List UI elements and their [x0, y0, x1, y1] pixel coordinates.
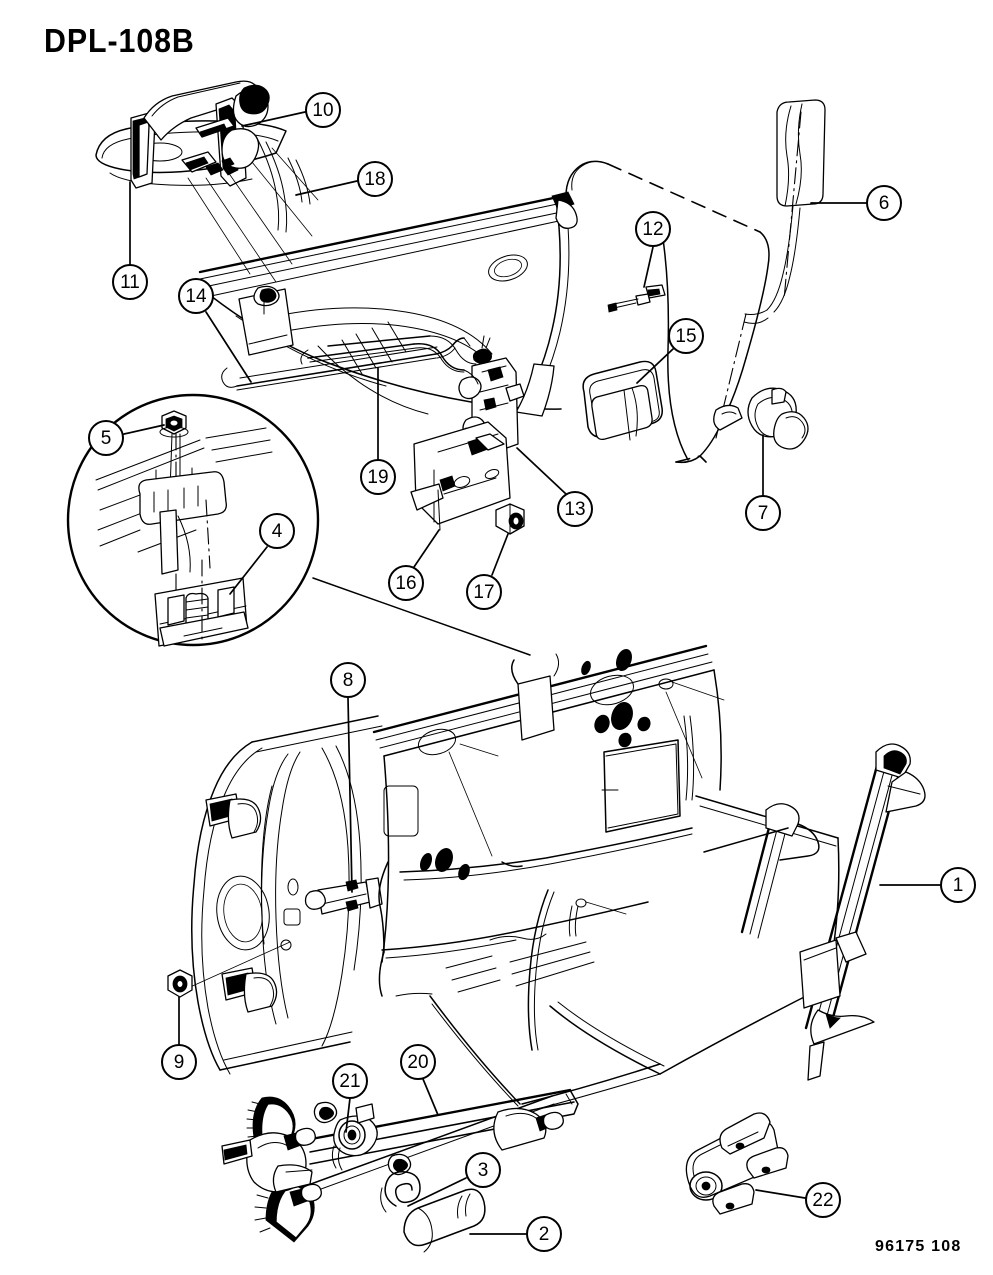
callout-20[interactable]: 20 — [400, 1044, 436, 1080]
lock-rod-and-clip — [713, 99, 826, 450]
callout-6[interactable]: 6 — [866, 185, 902, 221]
lock-bellcrank-bracket — [410, 421, 525, 535]
callout-21[interactable]: 21 — [332, 1063, 368, 1099]
callout-4[interactable]: 4 — [259, 513, 295, 549]
callout-1[interactable]: 1 — [940, 867, 976, 903]
callout-16[interactable]: 16 — [388, 565, 424, 601]
callout-17[interactable]: 17 — [466, 574, 502, 610]
callout-7[interactable]: 7 — [745, 495, 781, 531]
glass-attaching-bolt — [607, 284, 666, 313]
inner-door-panel-upper — [198, 191, 578, 417]
leader-line-4 — [229, 546, 268, 595]
callout-9[interactable]: 9 — [161, 1044, 197, 1080]
callout-12[interactable]: 12 — [635, 211, 671, 247]
callout-8[interactable]: 8 — [330, 662, 366, 698]
leader-line-21 — [345, 1097, 351, 1133]
leader-line-18 — [295, 180, 358, 196]
callout-18[interactable]: 18 — [357, 161, 393, 197]
window-regulator-bracket-22 — [685, 1112, 789, 1215]
callout-11[interactable]: 11 — [112, 264, 148, 300]
leader-line-20 — [422, 1078, 439, 1116]
callout-15[interactable]: 15 — [668, 318, 704, 354]
callout-22[interactable]: 22 — [805, 1182, 841, 1218]
latch-control-rods — [221, 335, 479, 391]
drawing-number: 96175 108 — [875, 1238, 962, 1255]
callout-14[interactable]: 14 — [178, 278, 214, 314]
callout-5[interactable]: 5 — [88, 420, 124, 456]
callout-2[interactable]: 2 — [526, 1216, 562, 1252]
handle-bezel-grommet — [582, 360, 663, 441]
leader-line-8 — [347, 697, 353, 893]
window-regulator-assembly — [221, 1088, 579, 1253]
leader-line-22 — [755, 1189, 806, 1199]
leader-line-12 — [643, 246, 654, 288]
callout-19[interactable]: 19 — [360, 459, 396, 495]
door-glass-upper — [565, 160, 770, 464]
callout-3[interactable]: 3 — [465, 1152, 501, 1188]
detail-circle-bracket-nut — [66, 393, 531, 656]
door-shell-lower — [167, 715, 383, 1075]
inner-door-panel-lower — [372, 644, 725, 1113]
door-pull-handle-assembly — [95, 80, 319, 283]
leader-line-16 — [413, 529, 440, 568]
callout-13[interactable]: 13 — [557, 491, 593, 527]
leader-line-17 — [491, 533, 509, 576]
leader-line-3 — [407, 1177, 467, 1207]
leader-line-5 — [123, 424, 165, 435]
window-glass-and-run-channel — [549, 743, 926, 1081]
leader-line-10 — [241, 111, 306, 127]
leader-line-15 — [636, 348, 674, 384]
page-title: DPL-108B — [44, 22, 195, 59]
callout-10[interactable]: 10 — [305, 92, 341, 128]
callout-leader-lines — [123, 111, 941, 1235]
leader-line-13 — [516, 447, 567, 495]
leader-line-14 — [205, 311, 252, 383]
